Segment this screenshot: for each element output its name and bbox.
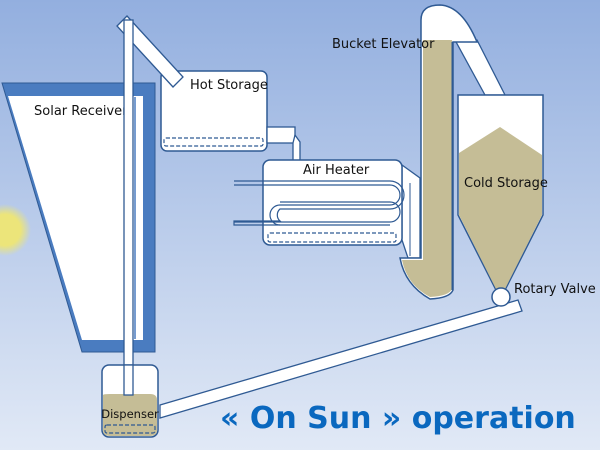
solar-receiver-label: Solar Receiver: [34, 104, 128, 119]
dispenser-label: Dispenser: [101, 407, 159, 421]
cold-storage: Cold Storage: [457, 94, 548, 291]
air-heater: Air Heater: [233, 159, 405, 246]
rotary-valve: [491, 287, 511, 307]
bucket-elevator-label: Bucket Elevator: [332, 37, 435, 52]
solar-receiver: Solar Receiver: [1, 82, 156, 353]
hot-storage-label: Hot Storage: [190, 78, 268, 93]
return-chute: [159, 299, 523, 419]
hot-storage-outlet-pipe: [266, 126, 301, 163]
air-heater-duct: [401, 163, 421, 259]
cold-storage-label: Cold Storage: [464, 176, 548, 191]
bucket-elevator: Bucket Elevator: [332, 4, 507, 300]
dispenser: Dispenser: [101, 364, 159, 438]
rotary-valve-label: Rotary Valve: [514, 282, 596, 297]
air-heater-label: Air Heater: [303, 163, 370, 178]
hot-storage: Hot Storage: [160, 70, 268, 152]
diagram-title: « On Sun » operation: [220, 401, 576, 436]
sun-icon: [0, 204, 31, 256]
